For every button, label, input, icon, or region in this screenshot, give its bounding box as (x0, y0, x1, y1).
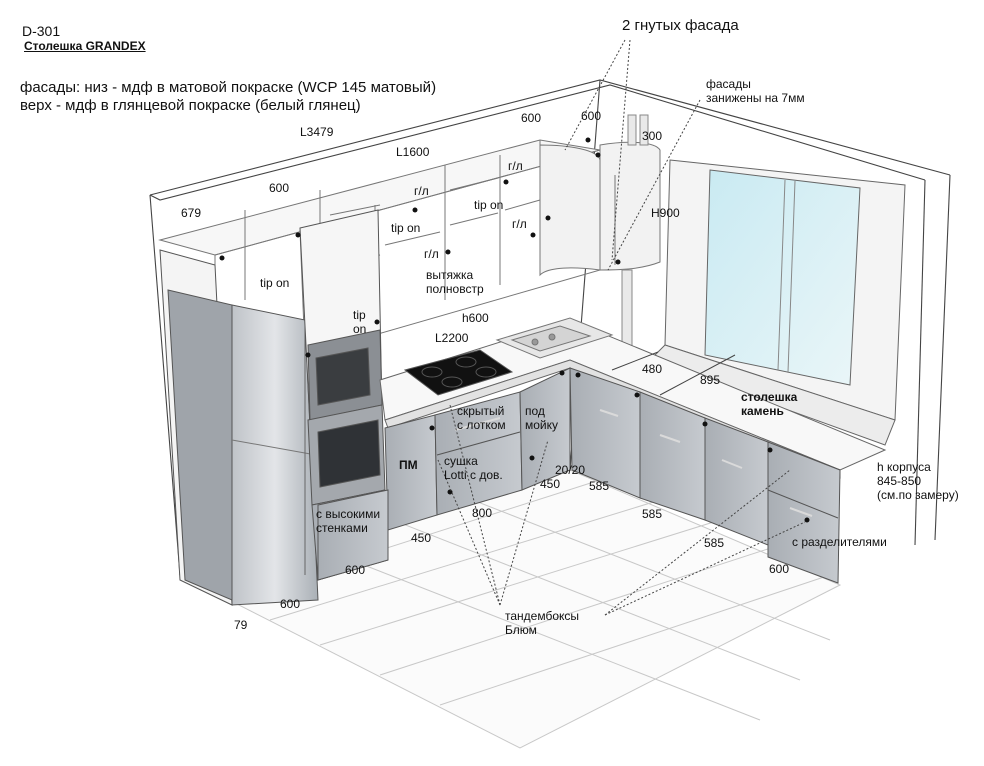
dim-480: 480 (642, 362, 663, 376)
glass-label-2: г/л (414, 184, 429, 198)
materials-line-1: фасады: низ - мдф в матовой покраске (WC… (20, 79, 437, 96)
dim-800: 800 (472, 506, 493, 520)
high-walls-note: с высокими стенками (316, 507, 381, 535)
fridge-column (159, 249, 319, 606)
dim-600-c: 600 (769, 562, 790, 576)
glass-label-1: г/л (508, 159, 523, 173)
hidden-tray-note: скрытый с лотком (457, 404, 506, 432)
tipon-label-2: tip on (391, 221, 421, 235)
materials-line-2: верх - мдф в глянцевой покраске (белый г… (20, 97, 361, 114)
dim-585-c: 585 (704, 536, 725, 550)
pointer-lines (437, 39, 806, 616)
dishwasher-label: ПМ (399, 458, 418, 472)
dim-450-b: 450 (411, 531, 432, 545)
hinge-dots (219, 137, 810, 523)
dim-895: 895 (700, 373, 721, 387)
sink (495, 317, 614, 359)
tipon-label-1: tip on (474, 198, 504, 212)
body-height-note: h корпуса 845-850 (см.по замеру) (877, 460, 959, 502)
handles (454, 409, 813, 517)
tipon-label-4: tip on (353, 308, 367, 336)
dim-450-a: 450 (540, 477, 561, 491)
drying-note: сушка Lotti с дов. (444, 454, 503, 482)
drawing-code: D-301 (22, 23, 61, 39)
dim-upper-length: L1600 (396, 145, 430, 159)
glass-label-3: г/л (512, 217, 527, 231)
hood-note: вытяжка полновстр (426, 268, 484, 296)
hob (403, 349, 514, 396)
dim-l2200: L2200 (435, 331, 469, 345)
dim-top-300: 300 (642, 129, 663, 143)
window (649, 159, 906, 446)
dim-top-600-a: 600 (521, 111, 542, 125)
dim-79: 79 (234, 618, 248, 632)
dim-h600: h600 (462, 311, 489, 325)
facades-lowered-note: фасады занижены на 7мм (706, 77, 805, 105)
dimension-lines (611, 351, 736, 396)
dim-585-b: 585 (642, 507, 663, 521)
under-sink-note: под мойку (525, 404, 559, 432)
dim-top-600-c: 600 (269, 181, 290, 195)
stone-top-note: столешка камень (741, 390, 798, 418)
dim-20-20: 20/20 (555, 463, 586, 477)
dim-top-600-b: 600 (581, 109, 602, 123)
dim-585-a: 585 (589, 479, 610, 493)
dim-h900: H900 (651, 206, 680, 220)
bent-facades-note: 2 гнутых фасада (622, 17, 739, 34)
dim-total-length: L3479 (300, 125, 334, 139)
upper-cabinets (158, 139, 661, 356)
glass-label-4: г/л (424, 247, 439, 261)
dim-600-b: 600 (280, 597, 301, 611)
tipon-label-3: tip on (260, 276, 290, 290)
countertop-brand: Столешка GRANDEX (24, 39, 146, 53)
tandembox-note: тандембоксы Блюм (505, 609, 580, 637)
dividers-note: с разделителями (792, 535, 887, 549)
dim-top-679: 679 (181, 206, 202, 220)
dim-600-a: 600 (345, 563, 366, 577)
lower-cabinets (317, 367, 841, 584)
